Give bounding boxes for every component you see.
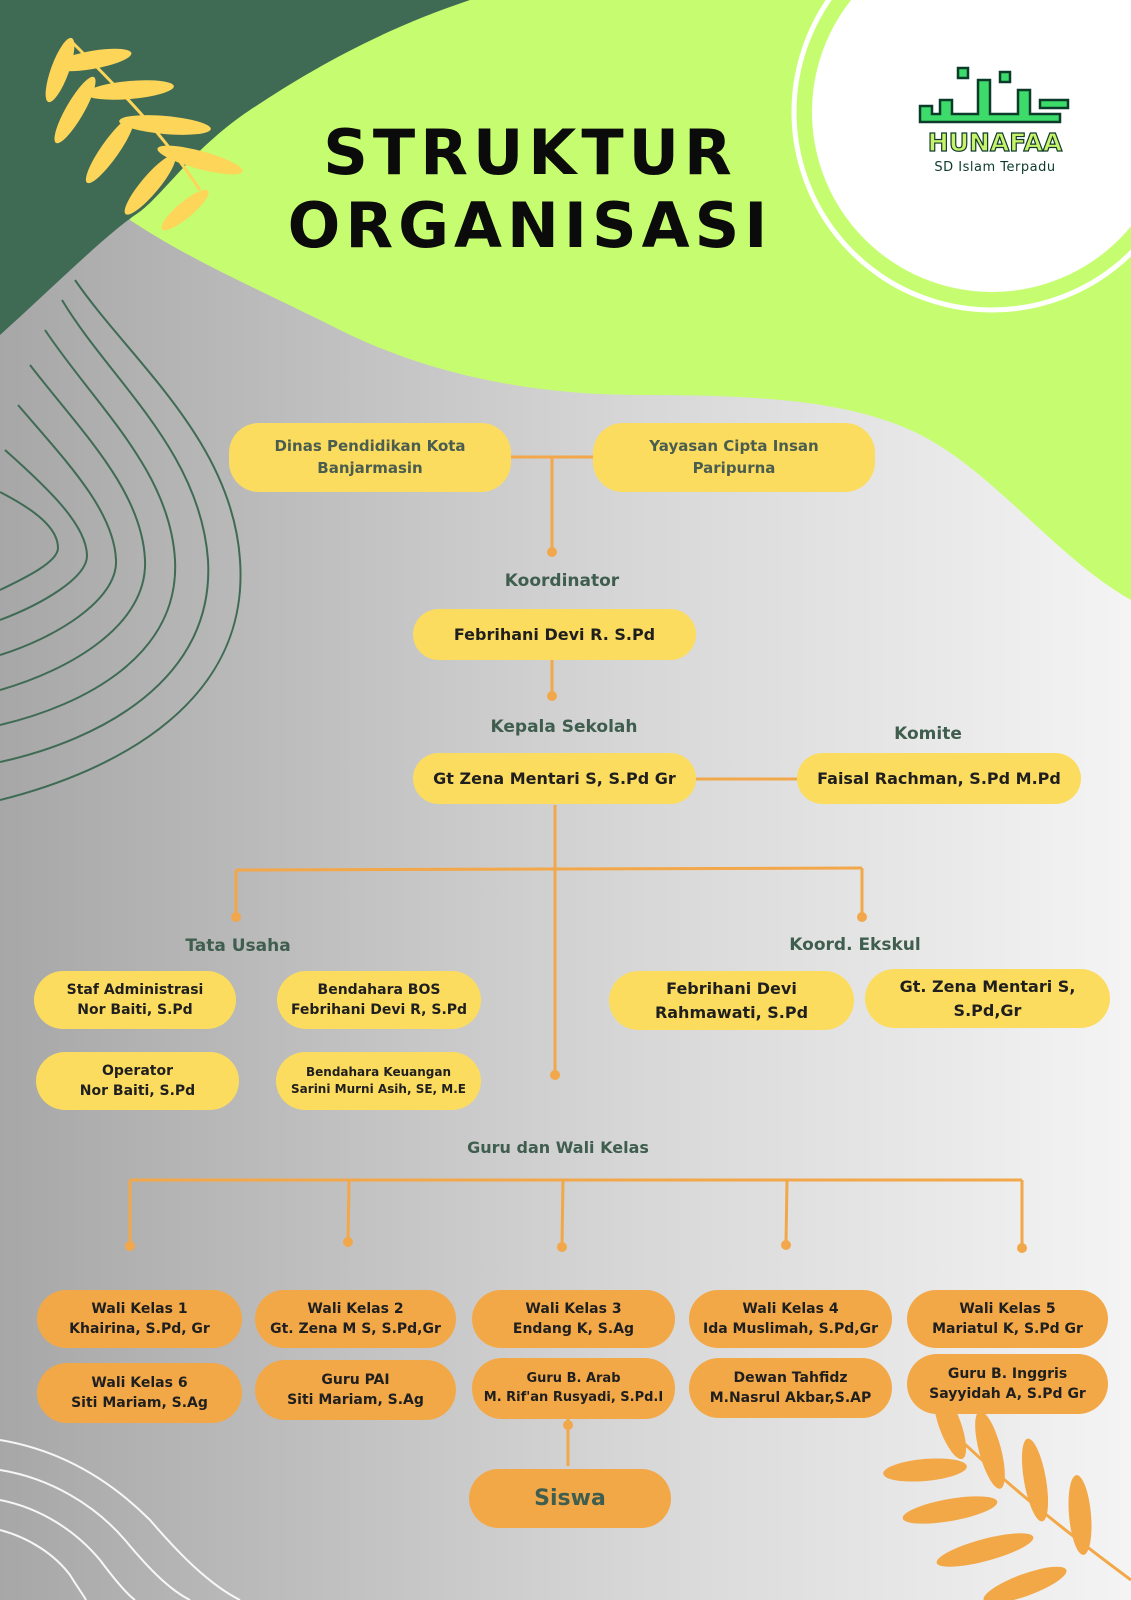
guru-wali-kelas-label: Guru dan Wali Kelas <box>467 1138 649 1157</box>
guru-role: Dewan Tahfidz <box>733 1369 848 1386</box>
kepala-sekolah-name: Gt Zena Mentari S, S.Pd Gr <box>433 768 676 788</box>
guru-row2-box-1: Wali Kelas 6 Siti Mariam, S.Ag <box>37 1363 242 1423</box>
guru-role: Wali Kelas 5 <box>959 1300 1056 1317</box>
guru-name: Endang K, S.Ag <box>512 1321 635 1337</box>
guru-name: Sayyidah A, S.Pd Gr <box>929 1386 1086 1402</box>
yayasan-line-1: Yayasan Cipta Insan <box>649 436 819 455</box>
guru-row2-box-3: Guru B. Arab M. Rif'an Rusyadi, S.Pd.I <box>472 1358 675 1419</box>
bendahara-keuangan-box: Bendahara Keuangan Sarini Murni Asih, SE… <box>276 1052 481 1110</box>
ekskul-2-line-1: Gt. Zena Mentari S, <box>899 977 1076 997</box>
operator-name: Nor Baiti, S.Pd <box>79 1083 196 1099</box>
kepala-sekolah-box: Gt Zena Mentari S, S.Pd Gr <box>413 753 696 804</box>
staf-role: Staf Administrasi <box>66 981 204 998</box>
hunafaa-logo-icon <box>918 66 1070 124</box>
logo-subtitle: SD Islam Terpadu <box>934 160 1056 175</box>
operator-role: Operator <box>102 1062 173 1079</box>
school-logo: HUNAFAA SD Islam Terpadu <box>910 60 1080 190</box>
guru-name: M. Rif'an Rusyadi, S.Pd.I <box>483 1389 664 1405</box>
komite-label: Komite <box>894 724 962 744</box>
dinas-line-2: Banjarmasin <box>317 458 423 477</box>
guru-name: Siti Mariam, S.Ag <box>71 1395 208 1411</box>
guru-name: Gt. Zena M S, S.Pd,Gr <box>270 1321 441 1337</box>
guru-name: M.Nasrul Akbar,S.AP <box>709 1390 872 1406</box>
tata-usaha-label: Tata Usaha <box>185 936 291 956</box>
guru-role: Guru PAI <box>321 1371 390 1388</box>
guru-row1-box-2: Wali Kelas 2 Gt. Zena M S, S.Pd,Gr <box>255 1290 456 1348</box>
bendahara-bos-name: Febrihani Devi R, S.Pd <box>290 1002 468 1018</box>
bendahara-bos-role: Bendahara BOS <box>317 981 441 998</box>
logo-name: HUNAFAA <box>927 127 1063 157</box>
ekskul-box-1: Febrihani Devi Rahmawati, S.Pd <box>609 971 854 1030</box>
siswa-box: Siswa <box>469 1469 671 1528</box>
bendahara-bos-box: Bendahara BOS Febrihani Devi R, S.Pd <box>277 971 481 1029</box>
koord-ekskul-label: Koord. Ekskul <box>789 935 921 955</box>
ekskul-1-line-1: Febrihani Devi <box>666 979 797 999</box>
guru-role: Wali Kelas 2 <box>307 1300 404 1317</box>
dinas-line-1: Dinas Pendidikan Kota <box>274 436 466 455</box>
staf-administrasi-box: Staf Administrasi Nor Baiti, S.Pd <box>34 971 236 1029</box>
ekskul-1-line-2: Rahmawati, S.Pd <box>654 1002 809 1022</box>
bendahara-keuangan-role: Bendahara Keuangan <box>306 1064 451 1079</box>
guru-role: Wali Kelas 4 <box>742 1300 839 1317</box>
komite-name: Faisal Rachman, S.Pd M.Pd <box>817 768 1061 788</box>
guru-role: Guru B. Inggris <box>947 1365 1068 1382</box>
guru-name: Siti Mariam, S.Ag <box>287 1392 424 1408</box>
guru-name: Mariatul K, S.Pd Gr <box>932 1321 1083 1337</box>
guru-name: Khairina, S.Pd, Gr <box>69 1321 210 1337</box>
ekskul-box-2: Gt. Zena Mentari S, S.Pd,Gr <box>865 969 1110 1028</box>
bendahara-keuangan-name: Sarini Murni Asih, SE, M.E <box>291 1082 466 1096</box>
guru-role: Wali Kelas 1 <box>91 1300 188 1317</box>
staf-name: Nor Baiti, S.Pd <box>77 1002 193 1018</box>
dinas-pendidikan-box: Dinas Pendidikan Kota Banjarmasin <box>229 423 511 492</box>
koordinator-box: Febrihani Devi R. S.Pd <box>413 609 696 660</box>
koordinator-label: Koordinator <box>504 571 620 591</box>
guru-row2-box-2: Guru PAI Siti Mariam, S.Ag <box>255 1360 456 1420</box>
guru-row1-box-3: Wali Kelas 3 Endang K, S.Ag <box>472 1290 675 1348</box>
guru-role: Wali Kelas 6 <box>91 1374 188 1391</box>
page-title-line-1: STRUKTUR <box>323 116 737 189</box>
siswa-label: Siswa <box>534 1485 606 1511</box>
guru-row1-box-1: Wali Kelas 1 Khairina, S.Pd, Gr <box>37 1290 242 1348</box>
kepala-sekolah-label: Kepala Sekolah <box>490 717 638 737</box>
komite-box: Faisal Rachman, S.Pd M.Pd <box>797 753 1081 804</box>
page-title-line-2: ORGANISASI <box>287 189 773 262</box>
ekskul-2-line-2: S.Pd,Gr <box>953 1000 1022 1020</box>
koordinator-name: Febrihani Devi R. S.Pd <box>453 624 656 644</box>
yayasan-line-2: Paripurna <box>692 458 776 477</box>
yayasan-box: Yayasan Cipta Insan Paripurna <box>593 423 875 492</box>
guru-role: Guru B. Arab <box>526 1370 621 1386</box>
guru-row1-box-4: Wali Kelas 4 Ida Muslimah, S.Pd,Gr <box>689 1290 892 1348</box>
guru-name: Ida Muslimah, S.Pd,Gr <box>703 1321 878 1337</box>
operator-box: Operator Nor Baiti, S.Pd <box>36 1052 239 1110</box>
guru-role: Wali Kelas 3 <box>525 1300 622 1317</box>
guru-row1-box-5: Wali Kelas 5 Mariatul K, S.Pd Gr <box>907 1290 1108 1348</box>
